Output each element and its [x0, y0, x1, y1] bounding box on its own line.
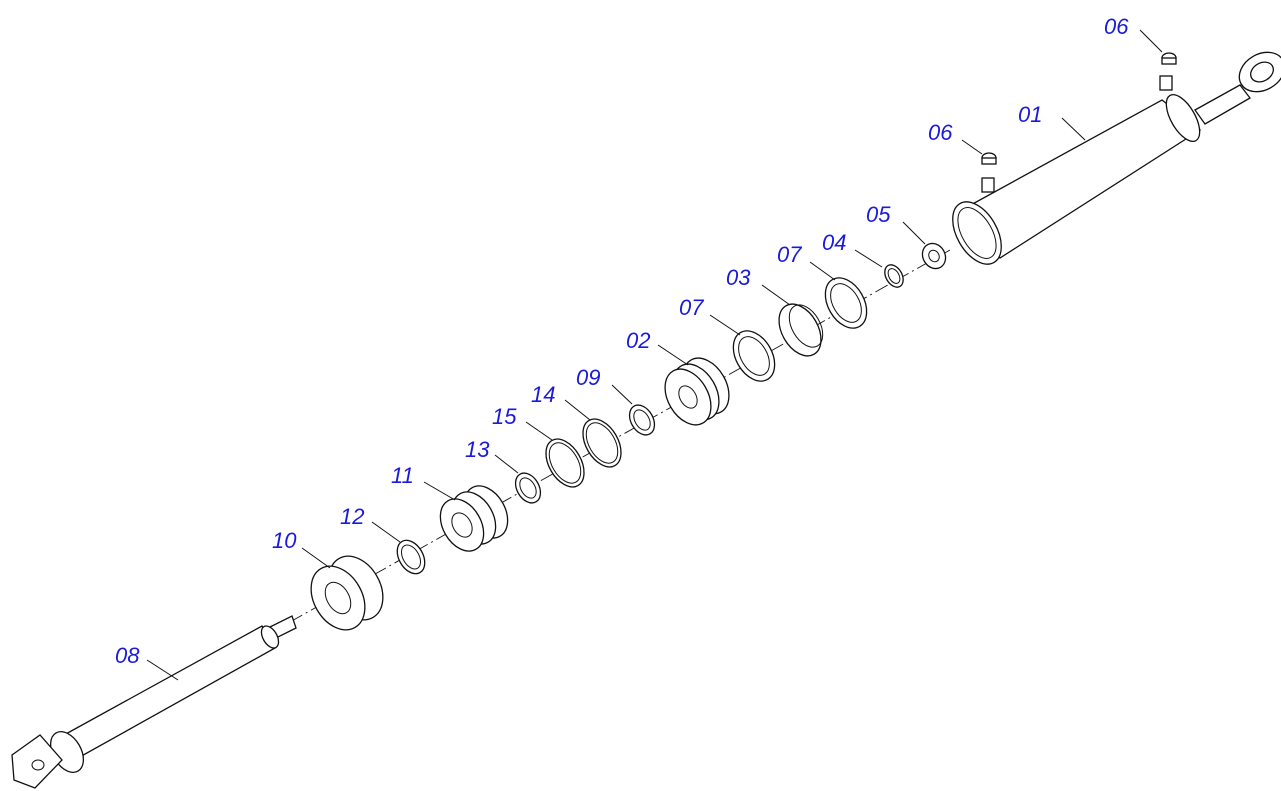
- part-07-seal-upper: [824, 277, 868, 329]
- part-02-piston: [664, 357, 730, 426]
- label-06-top: 06: [1104, 14, 1129, 39]
- part-10-end-nut: [310, 555, 384, 631]
- label-09: 09: [576, 365, 600, 390]
- label-01: 01: [1018, 102, 1042, 127]
- part-01-cylinder-barrel: [952, 51, 1281, 265]
- part-06-grease-nipple-top: [1161, 52, 1177, 65]
- label-11: 11: [391, 463, 414, 488]
- label-03: 03: [726, 265, 751, 290]
- leader-lines: [146, 29, 1163, 681]
- part-08-piston-rod: [11, 615, 297, 789]
- label-07-upper: 07: [777, 242, 802, 267]
- part-03-guide-ring: [778, 303, 824, 357]
- part-13-ring: [514, 472, 542, 504]
- part-15-o-ring: [545, 438, 585, 488]
- part-14-o-ring: [582, 418, 622, 468]
- label-04: 04: [822, 230, 846, 255]
- part-09-ring: [628, 404, 656, 436]
- part-06-grease-nipple-middle: [981, 152, 997, 165]
- label-08: 08: [115, 643, 140, 668]
- label-15: 15: [492, 404, 517, 429]
- label-07-lower: 07: [679, 295, 704, 320]
- part-11-gland: [439, 485, 509, 552]
- label-13: 13: [465, 437, 490, 462]
- label-05: 05: [866, 202, 891, 227]
- part-12-wiper-seal: [396, 539, 426, 575]
- label-10: 10: [272, 528, 297, 553]
- label-06-middle: 06: [928, 120, 953, 145]
- label-02: 02: [626, 328, 650, 353]
- part-07-seal-lower: [732, 330, 776, 382]
- part-04-o-ring: [884, 264, 904, 288]
- label-12: 12: [340, 504, 364, 529]
- part-05-nut: [921, 242, 947, 270]
- label-14: 14: [531, 382, 555, 407]
